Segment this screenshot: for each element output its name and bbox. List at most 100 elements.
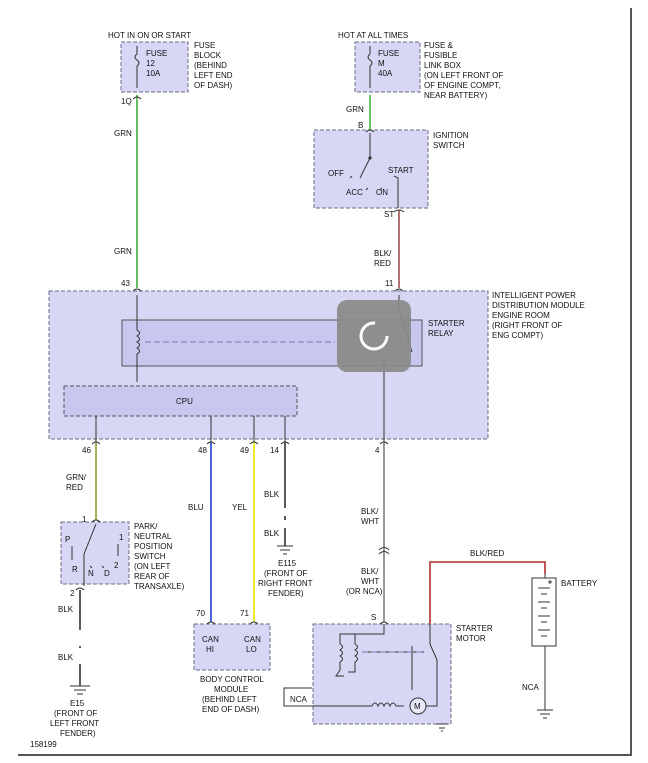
can-lo-0: CAN [244,635,261,644]
cpu-label: CPU [176,397,193,406]
fuse-m-line3: 40A [378,69,393,78]
fuse-m-symbol [367,46,373,88]
ignition-on: ON [376,188,388,197]
ignition-start: START [388,166,414,175]
loading-spinner [337,300,411,372]
nca-label: NCA [290,695,308,704]
nca-wire [283,687,350,707]
pnp-2: 2 [114,561,119,570]
blkwht-connector [378,547,390,555]
hot-at-all-times-label: HOT AT ALL TIMES [338,31,408,40]
ipdm-label: INTELLIGENT POWER DISTRIBUTION MODULE EN… [492,291,585,340]
loading-icon [359,321,389,351]
pin-4: 4 [375,446,380,455]
fuse-block-note-0: FUSE [194,41,215,50]
ipdm-label-4: ENG COMPT) [492,331,543,340]
pnp-d: D [104,569,110,578]
wire-blu: BLU [188,503,204,512]
ignition-acc: ACC [346,188,363,197]
fuse-link-note: FUSE & FUSIBLE LINK BOX (ON LEFT FRONT O… [424,41,503,100]
relay-label-0: STARTER [428,319,465,328]
fuse-12-box [120,41,189,93]
pin-70: 70 [196,609,205,618]
can-lo-1: LO [246,645,257,654]
pin-s: S [371,613,376,622]
wire-blkwht-0: BLK/ [361,507,379,516]
fuse-link-note-4: OF ENGINE COMPT, [424,81,500,90]
diagram-frame [18,8,632,756]
relay-coil [136,295,140,382]
fuse-12-line2: 12 [146,59,155,68]
pnp-1: 1 [119,533,124,542]
fuse-block-note-3: LEFT END [194,71,233,80]
fuse-link-note-2: LINK BOX [424,61,462,70]
wire-label-grn-right: GRN [346,105,364,114]
ground-e15-0: E15 [70,699,85,708]
relay-label-1: RELAY [428,329,454,338]
pin-14: 14 [270,446,279,455]
wire-blkwht-3: WHT [361,577,379,586]
pnp-wire-blk-lower: BLK [58,653,74,662]
starter-label-1: MOTOR [456,634,486,643]
fuse-block-note-4: OF DASH) [194,81,233,90]
wire-yel: YEL [232,503,248,512]
bcm-label: BODY CONTROL MODULE (BEHIND LEFT END OF … [200,675,264,714]
starter-motor-label: STARTER MOTOR [456,624,493,643]
ignition-off: OFF [328,169,344,178]
motor-circle [409,697,427,715]
ipdm-label-1: DISTRIBUTION MODULE [492,301,585,310]
blk-red-battery-wire [429,561,546,624]
battery-ground-symbol [537,709,553,719]
battery-wire-label: BLK/RED [470,549,504,558]
ground-e115-2: RIGHT FRONT [258,579,313,588]
pin-st: ST [384,210,394,219]
gnd14-blk-lower: BLK [264,529,280,538]
cpu-box [63,385,298,417]
ignition-label-1: SWITCH [433,141,465,150]
pnp-label-6: TRANSAXLE) [134,582,185,591]
pnp-label-3: SWITCH [134,552,166,561]
fuse-link-note-1: FUSIBLE [424,51,457,60]
wire-label-grn-upper: GRN [114,129,132,138]
pin-1q: 1Q [121,97,132,106]
ignition-switch-box [313,129,429,209]
ground-e15-2: LEFT FRONT [50,719,99,728]
ipdm-label-2: ENGINE ROOM [492,311,550,320]
ground-e15-symbol [70,685,90,695]
ground-e115-1: (FRONT OF [264,569,308,578]
fuse-link-note-3: (ON LEFT FRONT OF [424,71,503,80]
pnp-p: P [65,535,70,544]
wire-blkwht-4: (OR NCA) [346,587,383,596]
bcm-label-3: END OF DASH) [202,705,260,714]
fuse-m-box [354,41,421,93]
ipdm-label-3: (RIGHT FRONT OF [492,321,562,330]
fuse-link-note-5: NEAR BATTERY) [424,91,488,100]
pnp-contacts [71,523,119,586]
pnp-pin-bottom: 2 [70,589,75,598]
fuse-link-note-0: FUSE & [424,41,454,50]
ground-e115-symbol [277,545,293,555]
pnp-label-1: NEUTRAL [134,532,172,541]
wire-grnred-0: GRN/ [66,473,87,482]
bcm-box [193,623,271,671]
ipdm-internal-lines [95,295,413,442]
fuse-block-note-2: (BEHIND [194,61,227,70]
bcm-label-0: BODY CONTROL [200,675,264,684]
battery-body [531,577,557,647]
fuse-block-note: FUSE BLOCK (BEHIND LEFT END OF DASH) [194,41,233,90]
pin-48: 48 [198,446,207,455]
pnp-wire-blk-upper: BLK [58,605,74,614]
can-hi-0: CAN [202,635,219,644]
ipdm-label-0: INTELLIGENT POWER [492,291,576,300]
fuse-12-line1: FUSE [146,49,167,58]
starter-ground-symbol [436,723,448,732]
wire-label-blkred-0: BLK/ [374,249,392,258]
pnp-n: N [88,569,94,578]
fuse-m-line2: M [378,59,385,68]
wire-blkwht-1: WHT [361,517,379,526]
gnd14-blk-upper: BLK [264,490,280,499]
ground-e15-3: FENDER) [60,729,96,738]
ground-e115-label: E115 (FRONT OF RIGHT FRONT FENDER) [258,559,313,598]
wire-blkwht-2: BLK/ [361,567,379,576]
wire-label-blkred-1: RED [374,259,391,268]
